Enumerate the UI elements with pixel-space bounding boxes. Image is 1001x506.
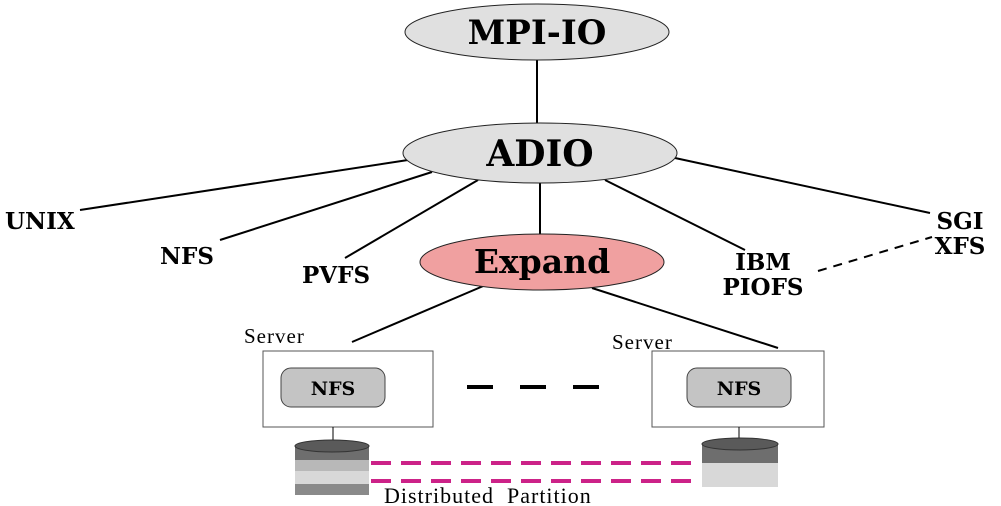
adio-unix-line — [79, 159, 409, 211]
expand-ellipse — [419, 233, 665, 291]
ibm-label: IBM — [735, 249, 791, 276]
mpiio-ellipse — [404, 3, 670, 61]
xfs-label: XFS — [935, 233, 986, 260]
nfs-label: NFS — [160, 243, 214, 270]
adio-ellipse — [402, 122, 678, 184]
adio-ibm-line — [604, 179, 746, 251]
adio-pvfs-line — [344, 179, 479, 259]
right-disk-icon — [701, 437, 779, 487]
partition-dashes — [371, 461, 700, 483]
disk-band — [702, 463, 778, 487]
disk-top — [701, 437, 779, 451]
unix-label: UNIX — [5, 208, 75, 235]
left-server: Server NFS — [244, 324, 434, 441]
right-server-label: Server — [612, 330, 673, 354]
piofs-label: PIOFS — [722, 274, 803, 301]
disk-top — [294, 439, 370, 453]
adio-node: ADIO — [402, 122, 678, 184]
expand-node: Expand — [419, 233, 665, 291]
right-server: Server NFS — [612, 330, 825, 441]
disk-band — [295, 484, 369, 495]
adio-nfs-line — [219, 171, 433, 241]
adio-sgi-line — [674, 157, 931, 214]
distributed-partition-label: Distributed Partition — [384, 483, 592, 506]
expand-left-server-line — [351, 283, 489, 343]
left-server-label: Server — [244, 324, 305, 348]
right-nfs-label: NFS — [717, 378, 762, 400]
left-nfs-label: NFS — [311, 378, 356, 400]
adio-label: ADIO — [485, 133, 593, 175]
disk-band — [295, 471, 369, 484]
left-disk-icon — [294, 439, 370, 495]
pvfs-label: PVFS — [302, 262, 370, 289]
expand-right-server-line — [591, 287, 779, 349]
right-nfs-box — [686, 367, 792, 408]
disk-band — [295, 460, 369, 471]
expand-label: Expand — [474, 242, 610, 281]
sgi-label: SGI — [936, 208, 983, 235]
mpiio-label: MPI-IO — [468, 13, 607, 53]
mpiio-node: MPI-IO — [404, 3, 670, 61]
ibm-sgi-dashed-line — [817, 236, 933, 272]
left-nfs-box — [280, 367, 386, 408]
connectors — [79, 60, 933, 349]
